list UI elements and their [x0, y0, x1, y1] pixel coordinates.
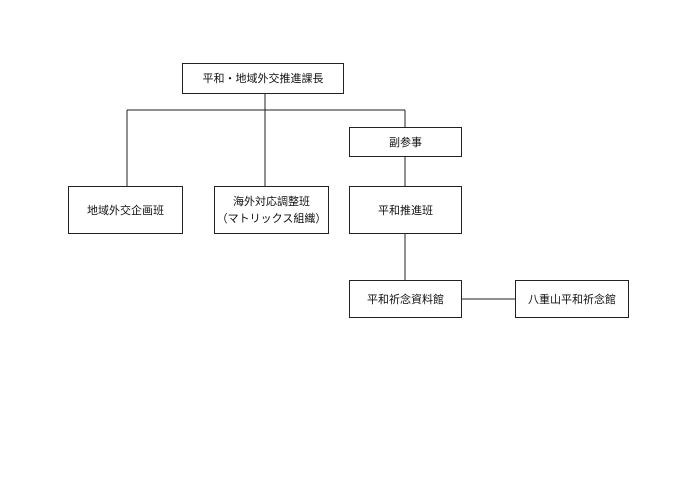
- head-label: 平和・地域外交推進課長: [202, 72, 324, 85]
- deputy-label: 副参事: [389, 135, 422, 149]
- peace-museum-box: 平和祈念資料館: [349, 280, 462, 318]
- peace-team-box: 平和推進班: [349, 186, 462, 234]
- peace-museum-label: 平和祈念資料館: [367, 292, 444, 306]
- deputy-box: 副参事: [349, 127, 462, 157]
- yaeyama-museum-box: 八重山平和祈念館: [515, 280, 629, 318]
- overseas-team-label-line1: 海外対応調整班: [233, 195, 310, 208]
- peace-team-label: 平和推進班: [378, 203, 433, 217]
- yaeyama-museum-label: 八重山平和祈念館: [528, 292, 616, 306]
- regional-team-box: 地域外交企画班: [68, 186, 183, 234]
- overseas-team-box: 海外対応調整班 （マトリックス組織）: [214, 186, 329, 234]
- regional-team-label: 地域外交企画班: [87, 203, 164, 217]
- overseas-team-label-line2: （マトリックス組織）: [216, 212, 327, 225]
- head-box: 平和・地域外交推進課長: [182, 63, 344, 94]
